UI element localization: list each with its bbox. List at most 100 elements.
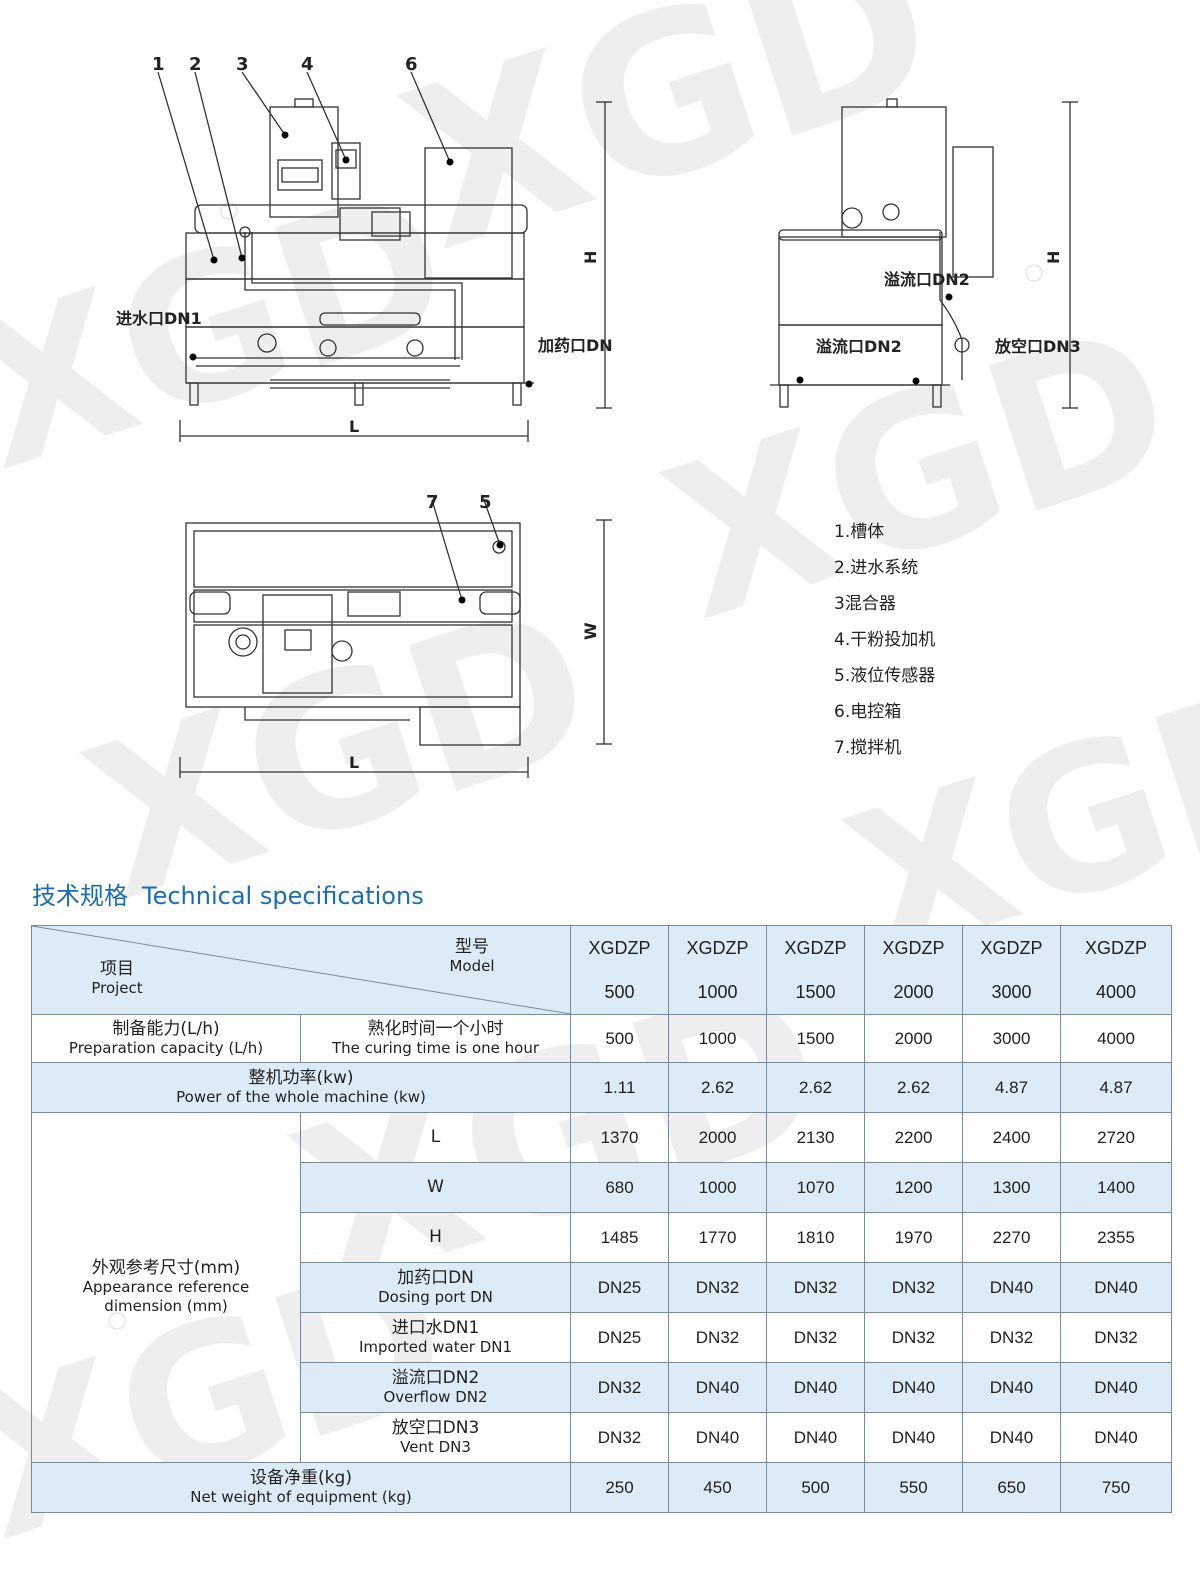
header-corner-cell: 型号 Model 项目 Project	[31, 925, 571, 1015]
table-cell: 1000	[668, 1014, 767, 1063]
dim-length-top: L	[349, 753, 359, 772]
table-cell: 4.87	[1060, 1062, 1172, 1113]
equipment-drawings: 1 2 3 4 6 7 5 进水口DN1 加药口DN 溢流口DN2 溢流口DN2…	[116, 54, 1081, 778]
table-cell: DN40	[668, 1362, 767, 1413]
dim-row-l: 外观参考尺寸(mm)Appearance reference dimension…	[31, 1112, 1172, 1463]
table-cell: 4000	[1060, 1014, 1172, 1063]
dim-height-side: H	[1044, 251, 1063, 264]
table-cell: 2.62	[668, 1062, 767, 1113]
top-mixer	[262, 594, 333, 694]
front-view	[157, 71, 612, 442]
spec-title-en: Technical specifications	[142, 882, 424, 910]
table-cell: DN32	[766, 1262, 865, 1313]
dim-row-label: L	[300, 1112, 571, 1163]
callout-2: 2	[189, 54, 202, 75]
side-view	[770, 98, 1078, 409]
table-cell: DN32	[570, 1412, 669, 1463]
table-cell: DN32	[668, 1312, 767, 1363]
table-cell: DN32	[668, 1262, 767, 1313]
table-cell: 1500	[766, 1014, 865, 1063]
legend-item: 7.搅拌机	[834, 738, 902, 758]
table-cell: 1485	[570, 1212, 669, 1263]
table-cell: 1.11	[570, 1062, 669, 1113]
table-cell: 2130	[766, 1112, 865, 1163]
callout-6: 6	[405, 54, 418, 75]
project-label-cn: 项目	[100, 959, 134, 979]
table-cell: DN32	[864, 1312, 963, 1363]
model-label-cn: 型号	[455, 937, 489, 957]
table-cell: 3000	[962, 1014, 1061, 1063]
dim-height-front: H	[581, 251, 600, 264]
table-cell: DN32	[570, 1362, 669, 1413]
callout-3: 3	[236, 54, 249, 75]
legend-item: 6.电控箱	[834, 702, 902, 722]
table-cell: DN40	[668, 1412, 767, 1463]
dim-row-label: H	[300, 1212, 571, 1263]
table-cell: DN40	[1060, 1362, 1172, 1413]
table-cell: DN25	[570, 1262, 669, 1313]
table-cell: DN32	[766, 1312, 865, 1363]
capacity-label: 制备能力(L/h)Preparation capacity (L/h)	[31, 1014, 301, 1063]
table-cell: DN40	[1060, 1412, 1172, 1463]
table-cell: 250	[570, 1462, 669, 1513]
inlet-port-label: 进水口DN1	[116, 309, 202, 328]
appearance-label: 外观参考尺寸(mm)Appearance reference dimension…	[31, 1112, 301, 1463]
legend-item: 3混合器	[834, 594, 896, 614]
dim-row-label: W	[300, 1162, 571, 1213]
table-cell: 1070	[766, 1162, 865, 1213]
table-cell: 2000	[668, 1112, 767, 1163]
table-cell: DN32	[962, 1312, 1061, 1363]
overflow-port-label-side: 溢流口DN2	[816, 337, 902, 356]
callout-7: 7	[426, 492, 439, 513]
parts-legend: 1.槽体 2.进水系统 3混合器 4.干粉投加机 5.液位传感器 6.电控箱 7…	[834, 514, 935, 766]
table-cell: 1810	[766, 1212, 865, 1263]
table-cell: DN40	[962, 1412, 1061, 1463]
callout-1: 1	[152, 54, 165, 75]
capacity-row: 制备能力(L/h)Preparation capacity (L/h) 熟化时间…	[31, 1014, 1172, 1063]
dosing-port-label: 加药口DN	[537, 336, 613, 355]
table-cell: DN32	[1060, 1312, 1172, 1363]
legend-item: 5.液位传感器	[834, 666, 936, 686]
callout-5: 5	[479, 492, 492, 513]
callout-4: 4	[301, 54, 314, 75]
corner-diagonal	[32, 926, 571, 1014]
table-cell: 1200	[864, 1162, 963, 1213]
table-cell: DN40	[1060, 1262, 1172, 1313]
table-cell: 2000	[864, 1014, 963, 1063]
table-cell: 2.62	[766, 1062, 865, 1113]
model-label-en: Model	[449, 957, 495, 975]
control-box	[424, 147, 513, 279]
dim-length-front: L	[349, 417, 359, 436]
legend-item: 4.干粉投加机	[834, 630, 936, 650]
table-cell: DN32	[864, 1262, 963, 1313]
dim-row-h: H 1485 1770 1810 1970 2270 2355	[32, 1212, 1172, 1263]
table-cell: 500	[570, 1014, 669, 1063]
table-cell: DN40	[766, 1362, 865, 1413]
table-cell: 450	[668, 1462, 767, 1513]
table-cell: DN40	[766, 1412, 865, 1463]
power-row: 整机功率(kw)Power of the whole machine (kw) …	[31, 1062, 1172, 1113]
table-cell: 680	[570, 1162, 669, 1213]
legend-item: 1.槽体	[834, 522, 885, 542]
top-view	[179, 499, 612, 778]
table-cell: 2200	[864, 1112, 963, 1163]
table-cell: 1970	[864, 1212, 963, 1263]
table-cell: 1300	[962, 1162, 1061, 1213]
table-cell: DN40	[864, 1412, 963, 1463]
registered-mark-icon	[1025, 264, 1043, 282]
table-cell: 1370	[570, 1112, 669, 1163]
table-cell: 1000	[668, 1162, 767, 1213]
dim-width-top: W	[581, 622, 600, 640]
